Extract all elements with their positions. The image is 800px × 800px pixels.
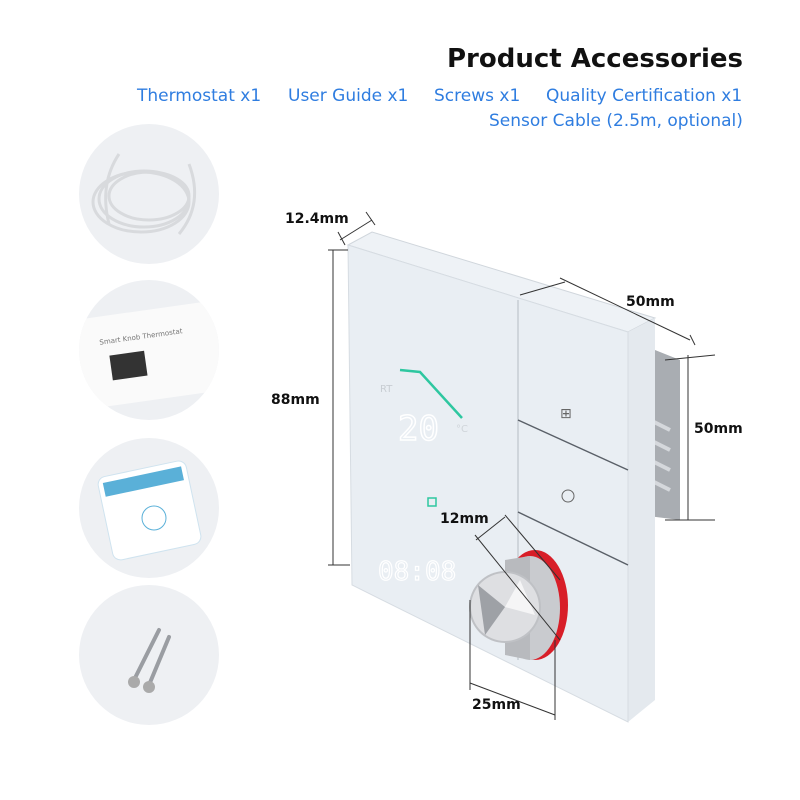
accessory-sensor-cable: Sensor Cable (2.5m, optional) — [489, 111, 743, 131]
depth-dimension: 12.4mm — [285, 211, 349, 227]
screws-image — [79, 585, 219, 725]
temperature-readout: 20 — [398, 409, 439, 449]
knob — [469, 550, 568, 660]
accessory-thermostat: Thermostat x1 — [137, 86, 262, 106]
sensor-cable-image — [79, 124, 219, 264]
panel-side-edge — [628, 318, 655, 722]
clock-readout: 08:08 — [378, 557, 456, 587]
clock-icon — [561, 489, 575, 503]
page-title: Product Accessories — [447, 44, 743, 74]
temperature-arc — [399, 368, 463, 419]
fan-icon: ⊞ — [560, 406, 572, 422]
accessory-quality-certification: Quality Certification x1 — [546, 86, 743, 106]
height-dimension: 88mm — [271, 392, 320, 408]
knob-depth-dimension: 12mm — [440, 511, 489, 527]
accessory-user-guide: User Guide x1 — [288, 86, 409, 106]
accessory-screws: Screws x1 — [434, 86, 521, 106]
user-guide-image: Smart Knob Thermostat — [79, 280, 219, 420]
knob-diameter-dimension: 25mm — [472, 697, 521, 713]
dimension-lines — [328, 211, 716, 720]
back-height-dimension: 50mm — [694, 421, 743, 437]
back-width-dimension: 50mm — [626, 294, 675, 310]
quality-certification-image — [79, 438, 219, 578]
rt-label: RT — [380, 384, 393, 395]
unit-label: °C — [456, 424, 468, 435]
